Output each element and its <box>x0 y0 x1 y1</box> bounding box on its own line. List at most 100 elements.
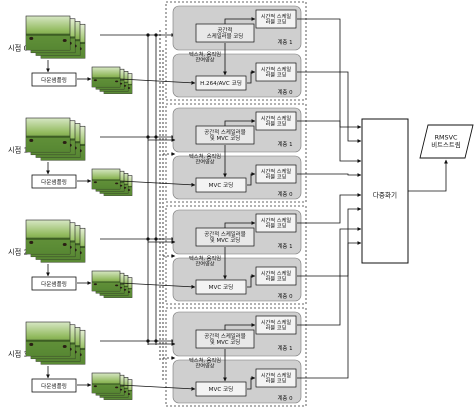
connector-line <box>224 323 256 330</box>
tree-line <box>26 237 70 240</box>
connector-line <box>297 173 362 177</box>
animal-shape <box>29 36 34 40</box>
frame-stack <box>91 270 133 298</box>
layer-1-label: 계층 1 <box>277 242 292 250</box>
connector-line <box>119 78 196 85</box>
inter-view-links <box>147 30 176 380</box>
video-frame-image <box>91 66 121 88</box>
output-parallelogram <box>419 124 474 159</box>
temporal-coding-top-box <box>255 213 297 233</box>
view-label: 시점 0 <box>8 44 29 53</box>
multiplexer: 다중화기 <box>361 118 409 264</box>
base-coding-box <box>195 279 247 295</box>
field-area <box>92 384 120 393</box>
field-area <box>92 282 120 291</box>
animal-shape <box>62 344 67 349</box>
coding-group-frame <box>165 307 307 407</box>
frame-stack <box>25 117 86 161</box>
connector-line <box>119 384 196 391</box>
downsample-box <box>31 276 77 291</box>
base-coding-label: H.264/AVC 코딩 <box>200 79 242 87</box>
animal-shape <box>93 181 97 184</box>
field-area <box>26 34 70 50</box>
layer-0-label: 계층 0 <box>277 190 293 198</box>
view-label: 시점 1 <box>8 146 28 155</box>
frame-stack <box>91 372 133 400</box>
animal-shape <box>93 79 97 82</box>
connector-line <box>297 120 362 163</box>
field-area <box>26 340 70 356</box>
animal-shape <box>62 140 67 145</box>
temporal-coding-bottom-box <box>255 164 297 184</box>
output-arrow <box>408 159 448 192</box>
coding-group-frame <box>165 1 307 101</box>
temporal-coding-bottom-box <box>255 62 297 82</box>
connector-line <box>247 172 256 186</box>
field-area <box>92 78 120 87</box>
animal-shape <box>115 386 119 389</box>
tree-line <box>26 135 70 138</box>
temporal-coding-bottom-box <box>255 368 297 388</box>
base-coding-label: MVC 코딩 <box>209 385 234 393</box>
multiplexer-box <box>361 118 409 264</box>
tree-line <box>92 383 120 385</box>
connector-line <box>297 193 362 224</box>
video-frame-image <box>25 15 71 51</box>
downsample-label: 다운샘플링 <box>41 76 67 84</box>
video-frame-image <box>91 270 121 292</box>
animal-shape <box>115 80 119 83</box>
temporal-coding-top-box <box>255 9 297 29</box>
connector-line <box>119 282 196 289</box>
layer-1-label: 계층 1 <box>277 38 292 46</box>
coding-group-frame <box>165 103 307 203</box>
video-frame-image <box>25 321 71 357</box>
field-area <box>26 136 70 152</box>
base-coding-label: MVC 코딩 <box>209 283 234 291</box>
animal-shape <box>93 283 97 286</box>
animal-shape <box>62 38 67 43</box>
layer-1-label: 계층 1 <box>277 140 292 148</box>
animal-shape <box>62 242 67 247</box>
connector-line <box>224 119 256 126</box>
downsample-box <box>31 72 77 87</box>
connector-line <box>224 221 256 228</box>
downsample-box <box>31 378 77 393</box>
connector-line <box>247 376 256 390</box>
animal-shape <box>115 182 119 185</box>
connector-line <box>119 180 196 187</box>
temporal-coding-top-box <box>255 315 297 335</box>
connector-line <box>297 207 362 277</box>
tree-line <box>92 179 120 181</box>
field-area <box>26 238 70 254</box>
tree-line <box>26 33 70 36</box>
video-frame-image <box>25 117 71 153</box>
view-label: 시점 2 <box>8 248 28 257</box>
connector-line <box>247 274 256 288</box>
frame-stack <box>91 66 133 94</box>
connector-line <box>297 227 362 326</box>
downsample-label: 다운샘플링 <box>41 382 67 390</box>
base-coding-box <box>195 177 247 193</box>
layer-0-label: 계층 0 <box>277 394 293 402</box>
animal-shape <box>29 342 34 346</box>
temporal-coding-top-box <box>255 111 297 131</box>
animal-shape <box>29 240 34 244</box>
